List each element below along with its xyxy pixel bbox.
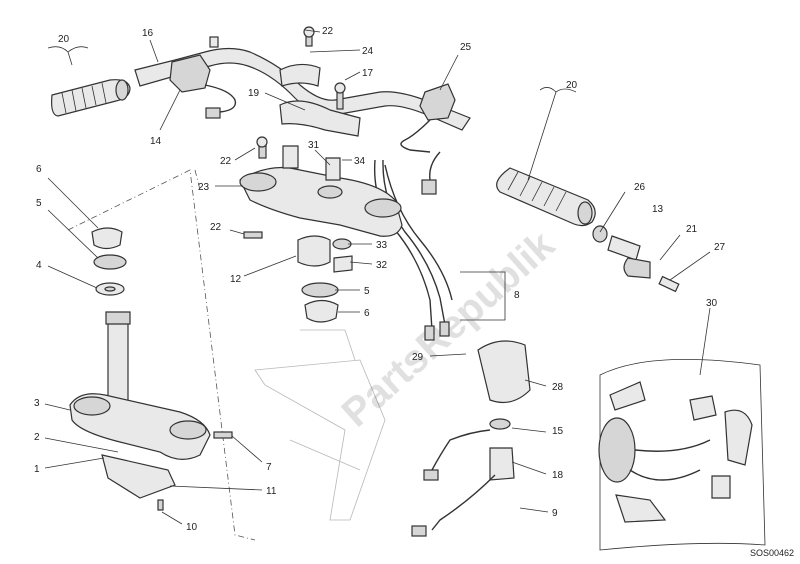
right-switch[interactable] <box>400 83 456 195</box>
callout-21: 21 <box>686 224 698 235</box>
callout-31: 31 <box>308 140 320 151</box>
callout-28: 28 <box>552 382 564 393</box>
callout-4: 4 <box>36 260 42 271</box>
callout-2: 2 <box>34 432 40 443</box>
callout-labels: 20 16 22 24 25 17 19 14 20 31 22 34 6 23… <box>34 26 726 533</box>
callout-1: 1 <box>34 464 40 475</box>
callout-25: 25 <box>460 42 472 53</box>
callout-6-top: 6 <box>36 164 42 175</box>
callout-10: 10 <box>186 522 198 533</box>
lower-triple-clamp[interactable] <box>69 311 233 511</box>
frame-outline <box>67 169 256 541</box>
callout-5-right: 5 <box>364 286 370 297</box>
callout-9: 9 <box>552 508 558 519</box>
callout-12: 12 <box>230 274 242 285</box>
callout-32: 32 <box>376 260 388 271</box>
callout-20-right: 20 <box>566 80 578 91</box>
handlebar-clamp-lower[interactable] <box>279 82 361 137</box>
callout-33: 33 <box>376 240 388 251</box>
callout-17: 17 <box>362 68 374 79</box>
callout-20-left: 20 <box>58 34 70 45</box>
frame-ghost <box>254 329 386 521</box>
callout-6-right: 6 <box>364 308 370 319</box>
callout-3: 3 <box>34 398 40 409</box>
steering-bearings-left[interactable] <box>91 227 127 296</box>
callout-8: 8 <box>514 290 520 301</box>
callout-16: 16 <box>142 28 154 39</box>
handlebar[interactable] <box>134 47 471 131</box>
callout-22-mid: 22 <box>220 156 232 167</box>
callout-5: 5 <box>36 198 42 209</box>
callout-18: 18 <box>552 470 564 481</box>
callout-34: 34 <box>354 156 366 167</box>
callout-13: 13 <box>652 204 664 215</box>
steering-nut[interactable] <box>243 231 353 273</box>
callout-19: 19 <box>248 88 260 99</box>
left-switch[interactable] <box>169 36 237 119</box>
callout-26: 26 <box>634 182 646 193</box>
callout-7: 7 <box>266 462 272 473</box>
ignition-switch[interactable] <box>411 340 531 537</box>
bar-end-assembly[interactable] <box>592 225 680 293</box>
lower-bearings-right[interactable] <box>301 282 339 323</box>
callout-27: 27 <box>714 242 726 253</box>
wiring-harness <box>373 159 506 341</box>
diagram-code: SOS00462 <box>750 548 794 558</box>
right-grip[interactable] <box>496 167 596 227</box>
callout-29: 29 <box>412 352 424 363</box>
handlebar-clamp-top[interactable] <box>279 26 321 87</box>
callout-24: 24 <box>362 46 374 57</box>
left-grip[interactable] <box>51 79 131 117</box>
callout-22-top: 22 <box>322 26 334 37</box>
callout-14: 14 <box>150 136 162 147</box>
callout-22-low: 22 <box>210 222 222 233</box>
callout-23: 23 <box>198 182 210 193</box>
callout-30: 30 <box>706 298 718 309</box>
callout-11: 11 <box>266 486 277 497</box>
inset-lock-set[interactable] <box>598 358 766 551</box>
callout-15: 15 <box>552 426 564 437</box>
upper-triple-clamp[interactable] <box>239 136 403 237</box>
leader-lines <box>44 29 711 525</box>
